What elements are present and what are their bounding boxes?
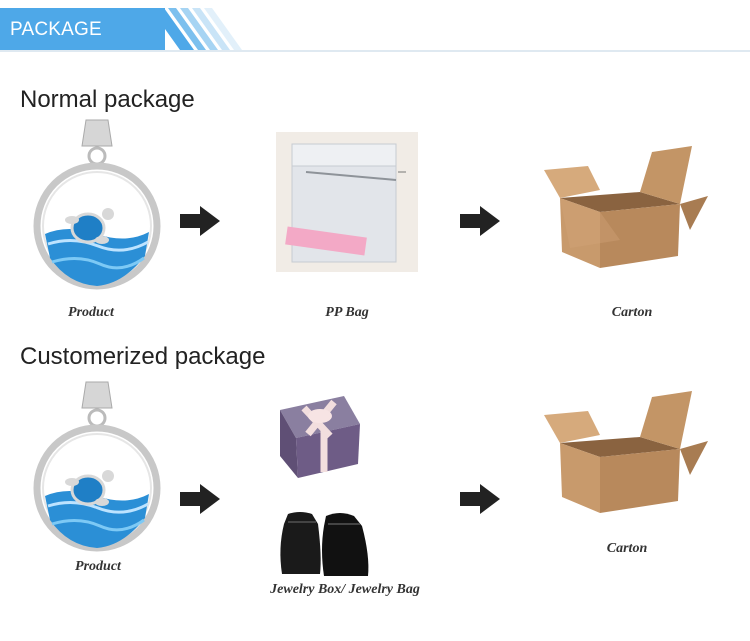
normal-package-title: Normal package [20, 86, 195, 114]
header-bar: PACKAGE [0, 0, 750, 58]
carton-box-image [540, 140, 710, 270]
pp-bag-caption: PP Bag [307, 305, 387, 321]
customerized-package-title: Customerized package [20, 343, 265, 371]
carton-box-image [540, 385, 710, 515]
product-pendant-image [28, 378, 168, 558]
arrow-right-icon [180, 484, 220, 514]
page-title: PACKAGE [10, 19, 102, 41]
product-pendant-image [28, 116, 168, 296]
jewelry-box-bag-caption: Jewelry Box/ Jewelry Bag [245, 582, 445, 598]
header-divider [0, 50, 750, 52]
carton-caption: Carton [592, 541, 662, 557]
product-caption: Product [50, 305, 132, 321]
pp-bag-image [276, 132, 418, 272]
product-caption: Product [57, 559, 139, 575]
header-stripes [150, 8, 270, 50]
arrow-right-icon [460, 484, 500, 514]
jewelry-box-image [274, 386, 364, 482]
arrow-right-icon [180, 206, 220, 236]
jewelry-bag-image [278, 506, 378, 578]
carton-caption: Carton [597, 305, 667, 321]
arrow-right-icon [460, 206, 500, 236]
